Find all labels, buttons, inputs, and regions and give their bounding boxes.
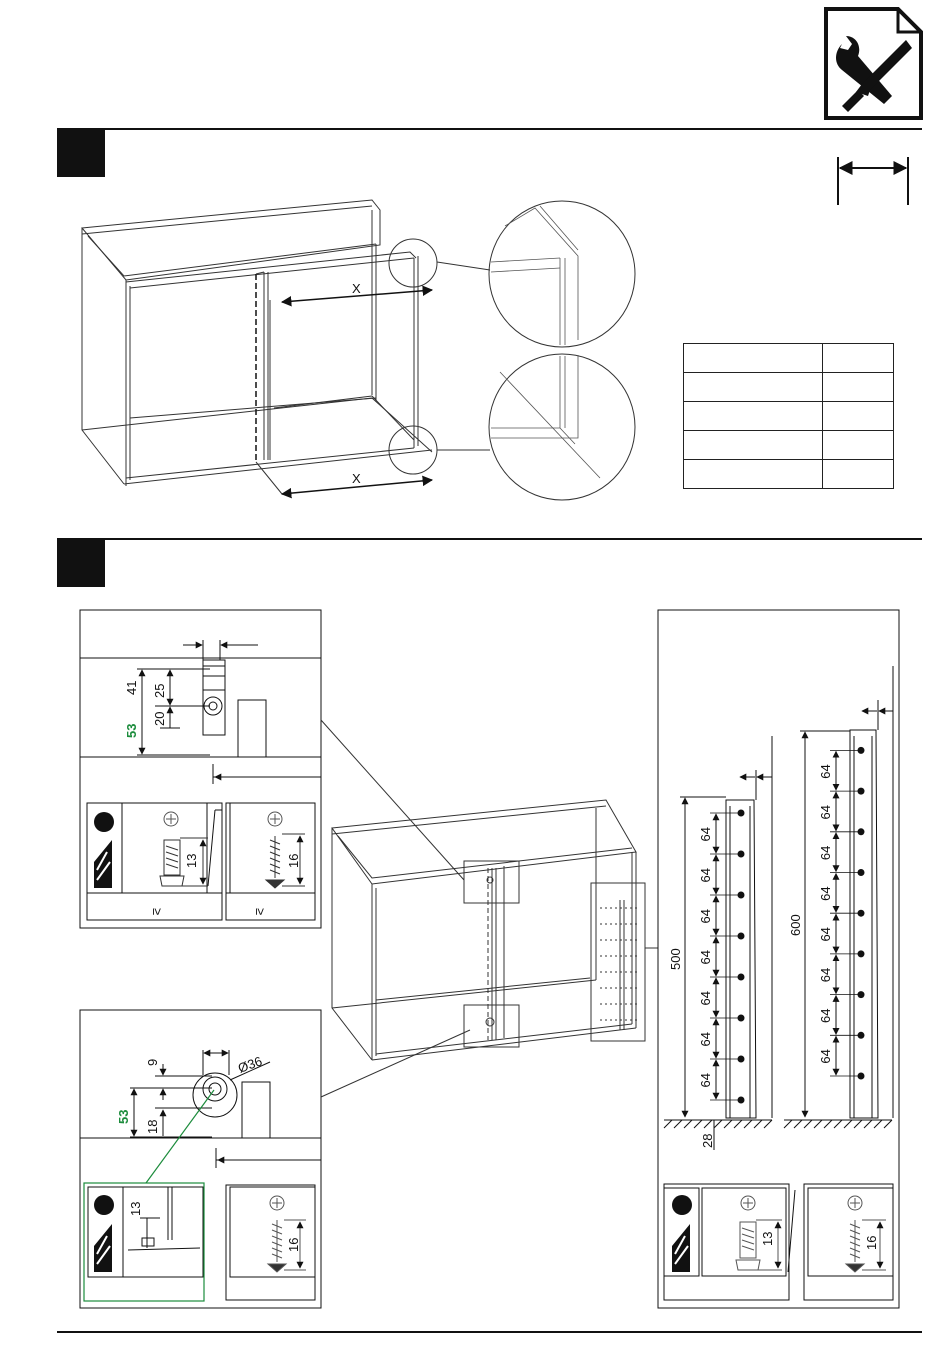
spacing-label: 64	[818, 1008, 833, 1022]
dim-13: 13	[184, 854, 199, 868]
zoom-detail-bottom	[491, 355, 600, 478]
min-symbol-right: ≥	[253, 908, 268, 915]
dim-25: 25	[152, 684, 167, 698]
dim-13-right: 13	[760, 1232, 775, 1246]
spacing-label: 64	[818, 1049, 833, 1063]
dim-36: Ø36	[236, 1053, 264, 1076]
spacing-label: 64	[698, 827, 713, 841]
pilot-hole-icon	[94, 812, 114, 888]
dim-53: 53	[124, 724, 139, 738]
dim-600: 600	[788, 914, 803, 936]
left-rail-holes: 64 64 64 64 64 64 64	[698, 810, 745, 1104]
min-symbol-left: ≥	[150, 908, 165, 915]
spacing-label: 64	[698, 950, 713, 964]
dim-18: 18	[145, 1120, 160, 1134]
spacing-label: 64	[698, 991, 713, 1005]
dim-16: 16	[286, 854, 301, 868]
dim-20: 20	[152, 712, 167, 726]
spacing-label: 64	[698, 868, 713, 882]
dim-500: 500	[668, 948, 683, 970]
x-label-bottom: X	[352, 471, 361, 486]
spacing-label: 64	[818, 805, 833, 819]
phillips-head-icon	[164, 812, 282, 826]
dim-13-bottom: 13	[128, 1202, 143, 1216]
zoom-detail-top	[491, 206, 578, 345]
spacing-label: 64	[698, 1073, 713, 1087]
x-label-top: X	[352, 281, 361, 296]
panel-right	[658, 610, 899, 1308]
spacing-label: 64	[818, 927, 833, 941]
panel-top-left	[80, 610, 321, 928]
dim-41: 41	[124, 681, 139, 695]
spacing-label: 64	[818, 846, 833, 860]
spacing-label: 64	[818, 968, 833, 982]
right-rail-holes: 64 64 64 64 64 64 64 64	[818, 747, 865, 1080]
spacing-label: 64	[698, 1032, 713, 1046]
width-measure-icon	[838, 157, 908, 205]
cabinet-step-1	[82, 200, 635, 500]
dim-16-right: 16	[864, 1236, 879, 1250]
spacing-label: 64	[818, 886, 833, 900]
dim-53-bottom: 53	[116, 1110, 131, 1124]
dim-28: 28	[700, 1134, 715, 1148]
panel-bottom-left	[80, 1010, 321, 1308]
spacing-label: 64	[698, 909, 713, 923]
cabinet-step-2	[321, 720, 658, 1097]
dim-9: 9	[145, 1059, 160, 1066]
spacing-label: 64	[818, 764, 833, 778]
dim-16-bottom: 16	[286, 1238, 301, 1252]
